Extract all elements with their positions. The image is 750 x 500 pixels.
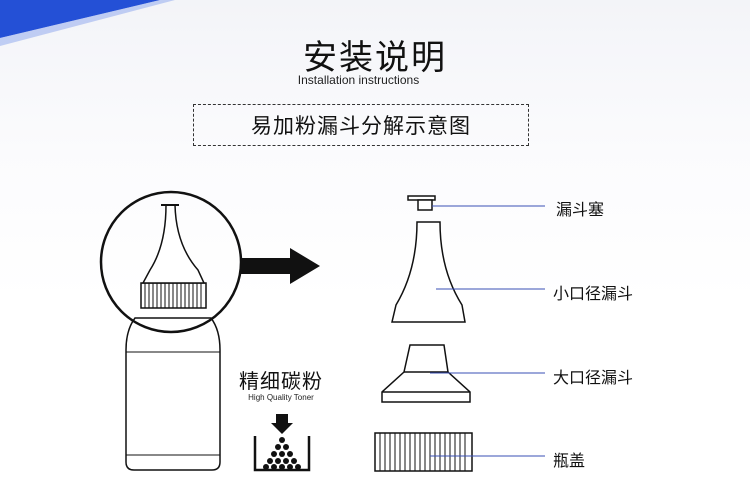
down-arrow-stem — [276, 414, 288, 424]
small-funnel — [391, 221, 466, 323]
toner-label-english: High Quality Toner — [248, 393, 314, 402]
bottle-funnel — [141, 204, 206, 284]
bottle-body — [125, 317, 221, 471]
page-title-english: Installation instructions — [297, 73, 420, 87]
part-label-cap: 瓶盖 — [553, 451, 586, 470]
leader-lines — [430, 205, 545, 457]
part-label-plug: 漏斗塞 — [556, 200, 605, 219]
toner-particles — [263, 437, 301, 470]
part-label-small-funnel: 小口径漏斗 — [553, 284, 634, 303]
diagram-subtitle: 易加粉漏斗分解示意图 — [193, 104, 529, 146]
bottle-cap-part — [374, 432, 473, 472]
toner-label: 精细碳粉 — [239, 369, 323, 393]
part-label-large-funnel: 大口径漏斗 — [553, 368, 634, 387]
down-arrow-icon — [271, 423, 293, 434]
toner-container — [253, 414, 311, 472]
corner-band-highlight — [0, 0, 175, 46]
page-title: 安装说明 — [303, 38, 447, 78]
funnel-plug — [407, 195, 436, 211]
right-arrow-icon — [240, 248, 320, 284]
large-funnel — [381, 344, 471, 403]
toner-bottle — [125, 204, 221, 471]
bottle-cap-ridges — [144, 283, 202, 308]
